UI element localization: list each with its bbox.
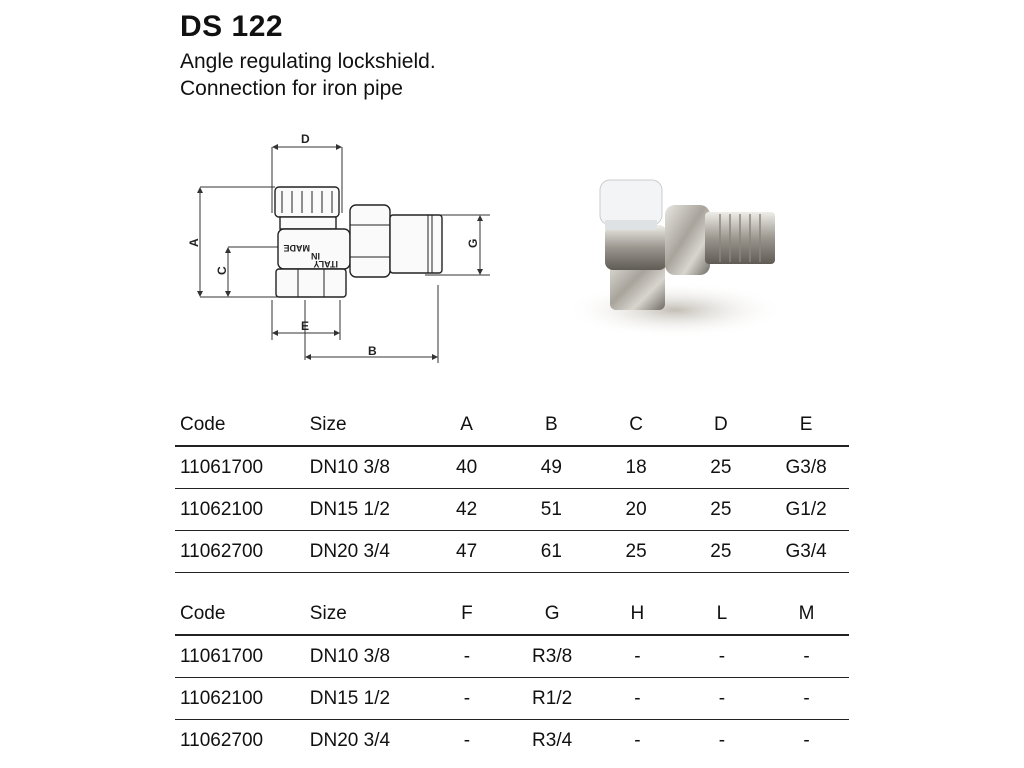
cell-code: 11061700 <box>175 446 310 489</box>
svg-text:ITALY: ITALY <box>313 259 338 269</box>
table-row: 11061700 DN10 3/8 40 49 18 25 G3/8 <box>175 446 849 489</box>
cell-a: 47 <box>424 530 509 573</box>
col-header-d: D <box>678 404 764 447</box>
cell-e: G3/8 <box>763 446 849 489</box>
cell-g: R3/4 <box>532 729 573 751</box>
cell-e: G3/4 <box>763 530 849 573</box>
col-header-c: C <box>593 404 679 447</box>
made-in-italy-text: MADE <box>284 243 311 253</box>
cell-c: 20 <box>593 488 679 531</box>
dim-label-e: E <box>301 319 309 333</box>
dim-label-d: D <box>301 132 310 146</box>
cell-l: - <box>718 729 726 751</box>
col-header-code: Code <box>175 593 310 636</box>
cell-l: - <box>679 635 765 678</box>
table-row: 11061700 DN10 3/8 - R3/8 - - - <box>175 635 849 678</box>
table-header-row: Code Size F G H L M <box>175 593 849 636</box>
cell-m: - <box>764 677 849 720</box>
product-subtitle-line1: Angle regulating lockshield. <box>180 50 436 73</box>
table-row: 11062100 DN15 1/2 42 51 20 25 G1/2 <box>175 488 849 531</box>
table-row: 11062700 DN20 3/4 - R3/4 - - - <box>175 720 849 762</box>
cell-f: - <box>463 729 471 751</box>
cell-code: 11062100 <box>175 677 310 720</box>
col-header-f: F <box>424 593 510 636</box>
cell-b: 51 <box>509 488 594 531</box>
cell-size: DN15 1/2 <box>309 488 425 531</box>
col-header-size: Size <box>309 593 425 636</box>
table-header-row: Code Size A B C D E <box>175 404 849 447</box>
cell-d: 25 <box>678 446 764 489</box>
technical-drawing: MADE IN ITALY D A C E B G <box>187 132 490 363</box>
cell-size: DN20 3/4 <box>309 530 425 573</box>
dim-label-b: B <box>368 344 377 358</box>
cell-size: DN10 3/8 <box>309 635 425 678</box>
cell-code: 11061700 <box>175 635 310 678</box>
col-header-code: Code <box>175 404 310 447</box>
product-photo <box>565 179 785 338</box>
col-header-a: A <box>424 404 509 447</box>
product-subtitle-line2: Connection for iron pipe <box>180 77 403 100</box>
cell-code: 11062700 <box>175 530 310 573</box>
product-title: DS 122 <box>180 10 284 43</box>
dim-label-g: G <box>466 239 480 248</box>
cell-h: - <box>595 677 680 720</box>
cell-e: G1/2 <box>763 488 849 531</box>
cell-g: R3/8 <box>509 635 596 678</box>
cell-h: - <box>595 635 680 678</box>
col-header-size: Size <box>309 404 425 447</box>
cell-size: DN10 3/8 <box>309 446 425 489</box>
cell-b: 61 <box>509 530 594 573</box>
cell-l: - <box>679 677 765 720</box>
svg-text:IN: IN <box>311 251 320 261</box>
cell-h: - <box>634 729 641 751</box>
table-row: 11062100 DN15 1/2 - R1/2 - - - <box>175 677 849 720</box>
cell-a: 40 <box>424 446 509 489</box>
cell-size: DN20 3/4 <box>309 729 391 751</box>
cell-f: - <box>424 677 510 720</box>
cell-code: 11062700 <box>180 729 264 751</box>
dimensions-table: Code Size A B C D E 11061700 DN10 3/8 40… <box>175 404 849 573</box>
col-header-g: G <box>509 593 596 636</box>
cell-c: 18 <box>593 446 679 489</box>
cell-d: 25 <box>678 530 764 573</box>
col-header-e: E <box>763 404 849 447</box>
threads-table: Code Size F G H L M 11061700 DN10 3/8 - … <box>175 593 849 761</box>
cell-code: 11062100 <box>175 488 310 531</box>
cell-c: 25 <box>593 530 679 573</box>
col-header-m: M <box>764 593 849 636</box>
cell-g: R1/2 <box>509 677 596 720</box>
col-header-b: B <box>509 404 594 447</box>
cell-a: 42 <box>424 488 509 531</box>
cell-m: - <box>803 729 810 751</box>
cell-f: - <box>424 635 510 678</box>
col-header-h: H <box>595 593 680 636</box>
cell-d: 25 <box>678 488 764 531</box>
table-row: 11062700 DN20 3/4 47 61 25 25 G3/4 <box>175 530 849 573</box>
dim-label-c: C <box>215 266 229 275</box>
dim-label-a: A <box>187 238 201 247</box>
cell-b: 49 <box>509 446 594 489</box>
cell-m: - <box>764 635 849 678</box>
cell-size: DN15 1/2 <box>309 677 425 720</box>
col-header-l: L <box>679 593 765 636</box>
